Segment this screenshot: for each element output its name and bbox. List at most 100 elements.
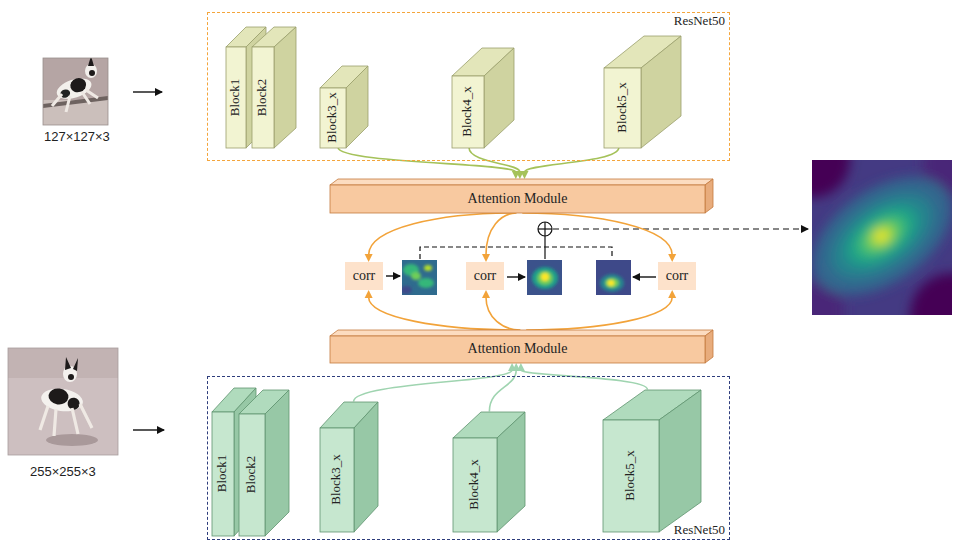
connector-line — [525, 148, 619, 173]
connector-line — [369, 213, 513, 255]
connector-line — [486, 213, 517, 255]
connector — [526, 290, 676, 330]
box-top-face — [330, 179, 713, 185]
connector-line — [522, 213, 672, 255]
group-title: ResNet50 — [674, 14, 725, 29]
box-front-face — [252, 47, 274, 148]
size-label: 127×127×3 — [44, 127, 110, 145]
connector — [482, 213, 517, 262]
module-label: Attention Module — [468, 191, 568, 207]
connector-line — [469, 148, 520, 173]
box-front-face — [239, 414, 265, 536]
box-side-face — [346, 66, 368, 148]
block-label: Block3_x — [325, 92, 340, 143]
connector — [365, 290, 517, 330]
block-label: Block5_x — [623, 450, 638, 501]
box-side-face — [659, 390, 701, 532]
backbone-group: ResNet50Block1 Block2 Block3_x Block4_x Bloc… — [207, 12, 730, 161]
image-frame — [43, 58, 108, 125]
response-map — [402, 260, 437, 295]
input-arrow — [133, 91, 162, 92]
box-side-face — [274, 27, 296, 148]
connector — [521, 148, 619, 180]
corr-box: corr — [658, 262, 696, 290]
resnet-block: Block3_x — [320, 428, 354, 532]
image-frame — [8, 348, 118, 455]
group-title: ResNet50 — [674, 523, 725, 538]
box-front-face — [453, 438, 497, 532]
corr-label: corr — [666, 268, 689, 284]
box-front-face — [226, 47, 246, 148]
corr-label: corr — [474, 268, 497, 284]
corr-box: corr — [345, 262, 383, 290]
arrow-head — [482, 290, 490, 298]
sum-symbol — [538, 222, 552, 236]
map-arrow — [633, 276, 656, 277]
arrow-head — [668, 254, 676, 262]
resnet-block: Block2 — [239, 414, 265, 536]
block-label: Block3_x — [329, 454, 344, 505]
block-label: Block4_x — [467, 459, 482, 510]
block-label: Block4_x — [460, 86, 475, 137]
arrow-head — [365, 254, 373, 262]
resnet-block: Block5_x — [604, 68, 641, 148]
input-arrow — [133, 429, 164, 430]
resnet-block: Block2 — [252, 47, 274, 148]
size-label: 255×255×3 — [30, 462, 96, 480]
block-label: Block2 — [244, 456, 259, 494]
connector-line — [338, 148, 516, 173]
fusion-bracket — [420, 247, 612, 259]
box-front-face — [452, 76, 484, 148]
connector — [354, 363, 517, 402]
connector — [482, 290, 520, 330]
box-side-face — [484, 48, 514, 148]
box-side-face — [705, 330, 713, 363]
box-front-face — [320, 428, 354, 532]
box-front-face — [330, 185, 705, 213]
connector — [338, 148, 520, 180]
box-front-face — [604, 68, 641, 148]
resnet-block: Block5_x — [603, 420, 659, 532]
box-side-face — [705, 179, 713, 213]
connector-line — [354, 370, 513, 402]
arrow-head — [517, 363, 525, 371]
box-front-face — [330, 336, 705, 363]
connector — [469, 148, 524, 180]
block-label: Block2 — [255, 78, 270, 116]
connector-line — [369, 297, 517, 330]
box-front-face — [320, 88, 346, 148]
block-label: Block1 — [228, 78, 243, 116]
box-side-face — [497, 412, 525, 532]
template-image — [43, 58, 108, 125]
block-label: Block1 — [215, 455, 230, 493]
block-label: Block5_x — [615, 82, 630, 133]
box-front-face — [212, 412, 234, 536]
box-side-face — [354, 402, 378, 532]
corr-box: corr — [466, 262, 504, 290]
connector-line — [526, 297, 672, 330]
resnet-block: Block1 — [226, 47, 246, 148]
connector — [365, 213, 513, 262]
corr-label: corr — [353, 268, 376, 284]
connector — [522, 213, 676, 262]
size-label-text: 255×255×3 — [30, 464, 96, 479]
backbone-group: ResNet50 Block1 Block2 Block3_x Block4_x Bloc… — [207, 376, 730, 540]
map-arrow — [507, 276, 525, 277]
box-front-face — [603, 420, 659, 532]
response-map — [527, 260, 562, 295]
box-side-face — [641, 36, 681, 148]
output-response-map — [812, 160, 952, 315]
resnet-block: Block4_x — [452, 76, 484, 148]
map-arrow — [386, 275, 400, 276]
output-arrow — [553, 228, 808, 229]
resnet-block: Block1 — [212, 412, 234, 536]
resnet-block: Block4_x — [453, 438, 497, 532]
box-side-face — [265, 390, 289, 536]
attention-module: Attention Module — [330, 185, 705, 213]
arrow-head — [365, 290, 373, 298]
module-label: Attention Module — [468, 341, 568, 357]
connector-line — [486, 297, 520, 330]
arrow-head — [668, 290, 676, 298]
connector-line — [521, 370, 648, 390]
